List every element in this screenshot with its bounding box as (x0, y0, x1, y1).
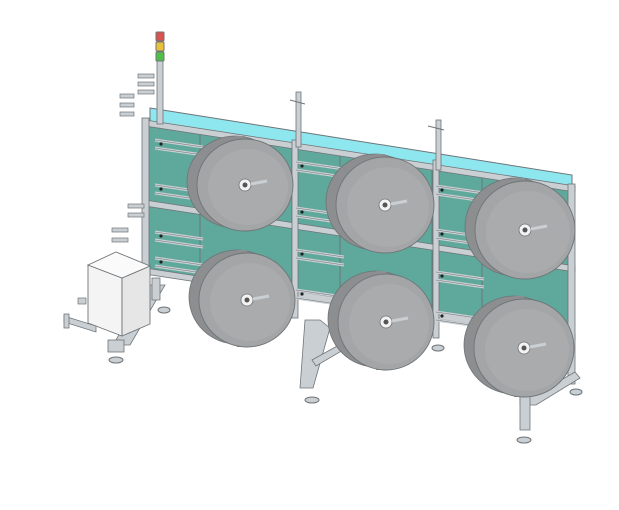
roll-shaft (383, 319, 389, 325)
control-cabinet (63, 251, 152, 337)
right-column (567, 183, 576, 385)
roll-bottom-3 (463, 295, 575, 398)
mid-foot-pad-1 (304, 396, 320, 404)
roll-shaft-stub (530, 224, 548, 231)
left-column (141, 117, 150, 287)
guide-roller-pair (435, 270, 485, 289)
guide-bar (289, 99, 306, 105)
roll-top-2 (325, 153, 435, 254)
mid-column-1 (291, 139, 299, 319)
guide-posts (111, 57, 445, 243)
left-foot-block (107, 339, 125, 353)
signal-mast (156, 57, 164, 125)
signal-tower (155, 31, 165, 62)
roll-top-1 (186, 135, 294, 232)
roll-shaft-stub (391, 316, 409, 323)
material-rolls (186, 135, 576, 398)
roll-top-3 (464, 177, 576, 280)
left-bolt-cluster (111, 73, 155, 243)
roll-shaft (382, 202, 388, 208)
signal-light-yellow (155, 41, 165, 52)
cabinet-top (86, 251, 152, 279)
left-rear-foot-pad (157, 306, 171, 314)
roll-shaft-stub (250, 179, 268, 186)
cabinet-handle (77, 297, 87, 305)
guide-roller-pair (295, 248, 345, 267)
right-rear-foot-pad (569, 388, 583, 396)
guide-post-1 (295, 91, 302, 148)
cabinet-bracket-leg (63, 313, 70, 329)
signal-light-green (155, 51, 165, 62)
roll-shaft-stub (390, 199, 408, 206)
roll-shaft (521, 345, 527, 351)
guide-roller-pair (154, 138, 204, 157)
roll-shaft (522, 227, 528, 233)
right-foot-pad (516, 436, 532, 444)
guide-bar (427, 125, 445, 131)
left-leg-post (151, 277, 161, 301)
guide-roller-pair (154, 230, 204, 249)
roll-shaft (242, 182, 248, 188)
roll-shaft (244, 297, 250, 303)
mid-rear-foot-pad (431, 344, 445, 352)
roll-bottom-1 (188, 249, 296, 348)
roll-shaft-stub (529, 342, 547, 349)
left-foot-pad (108, 356, 124, 364)
roll-shaft-stub (252, 294, 270, 301)
signal-light-red (155, 31, 165, 42)
guide-roller-pair (154, 256, 204, 275)
roll-bottom-2 (327, 270, 435, 371)
guide-post-2 (435, 119, 442, 171)
